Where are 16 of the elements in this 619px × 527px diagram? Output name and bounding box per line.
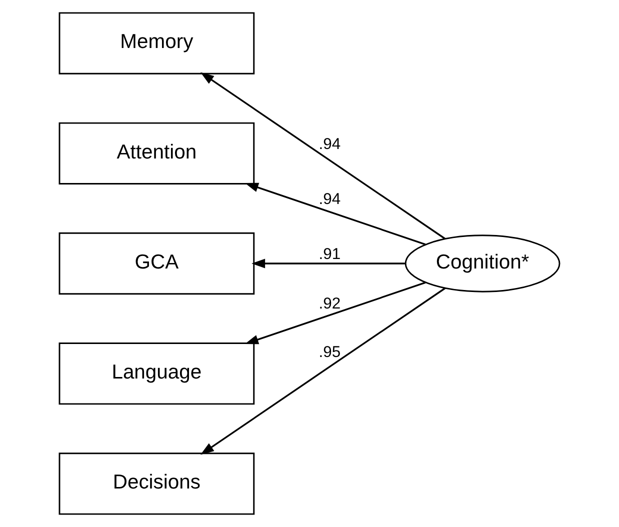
arrow	[244, 282, 426, 344]
arrow	[200, 287, 446, 455]
edge-label: .94	[318, 136, 341, 154]
edge-label: .95	[318, 344, 341, 361]
edge-label: .91	[318, 246, 341, 264]
node-box: Memory	[58, 12, 255, 74]
node-box: Language	[58, 342, 255, 405]
node-box: GCA	[58, 232, 255, 295]
node-box: Attention	[58, 122, 255, 184]
node-ellipse: Cognition*	[404, 234, 560, 292]
arrow	[200, 72, 446, 240]
node-box: Decisions	[58, 452, 255, 515]
edge-label: .92	[318, 296, 341, 313]
arrow	[244, 182, 426, 246]
edge-label: .94	[318, 191, 341, 208]
arrow	[252, 258, 406, 268]
